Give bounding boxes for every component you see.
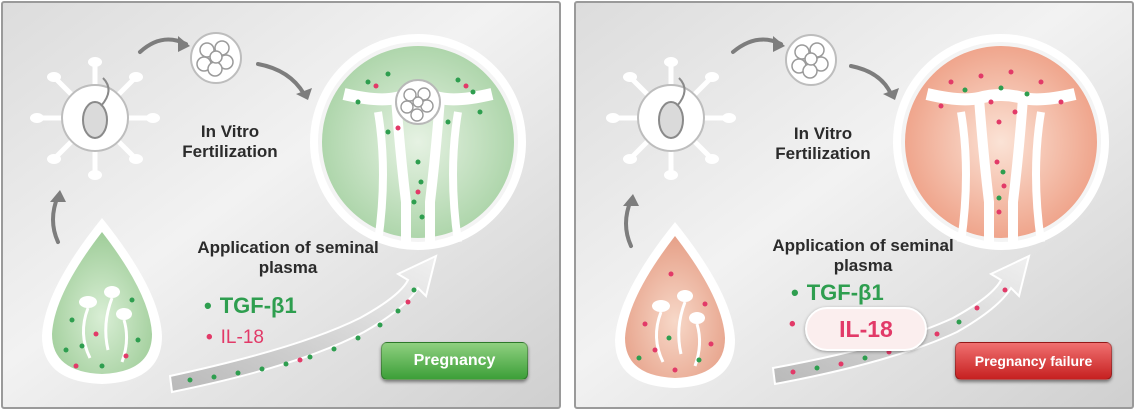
tgf-beta1-label: • TGF-β1 xyxy=(791,280,884,306)
tgf-text: TGF-β1 xyxy=(220,293,297,318)
panel-pregnancy: In Vitro Fertilization Application of se… xyxy=(0,0,562,412)
il18-text: IL-18 xyxy=(221,327,264,348)
tgf-bullet: • xyxy=(204,293,212,318)
il18-label: • IL-18 xyxy=(206,327,264,349)
panel-pregnancy-failure: In Vitro Fertilization Application of se… xyxy=(573,0,1135,412)
outcome-badge-pregnancy-failure: Pregnancy failure xyxy=(955,342,1112,380)
ivf-label: In Vitro Fertilization xyxy=(170,122,290,162)
uterus-circle xyxy=(897,38,1105,246)
application-label: Application of seminal plasma xyxy=(188,238,388,278)
fertilization-egg-icon xyxy=(606,57,736,180)
il18-highlight: IL-18 xyxy=(805,307,927,351)
tgf-text: TGF-β1 xyxy=(807,280,884,305)
il18-bullet-wrap: • xyxy=(789,314,804,336)
fertilization-egg-icon xyxy=(30,57,160,180)
application-label: Application of seminal plasma xyxy=(763,236,963,276)
tgf-beta1-label: • TGF-β1 xyxy=(204,293,297,319)
uterus-circle xyxy=(314,38,522,246)
outcome-badge-pregnancy: Pregnancy xyxy=(381,342,528,380)
embryo-icon xyxy=(786,35,836,85)
il18-bullet: • xyxy=(789,314,796,335)
ivf-label: In Vitro Fertilization xyxy=(763,124,883,164)
il18-bullet: • xyxy=(206,327,213,348)
tgf-bullet: • xyxy=(791,280,799,305)
embryo-icon xyxy=(191,33,241,83)
